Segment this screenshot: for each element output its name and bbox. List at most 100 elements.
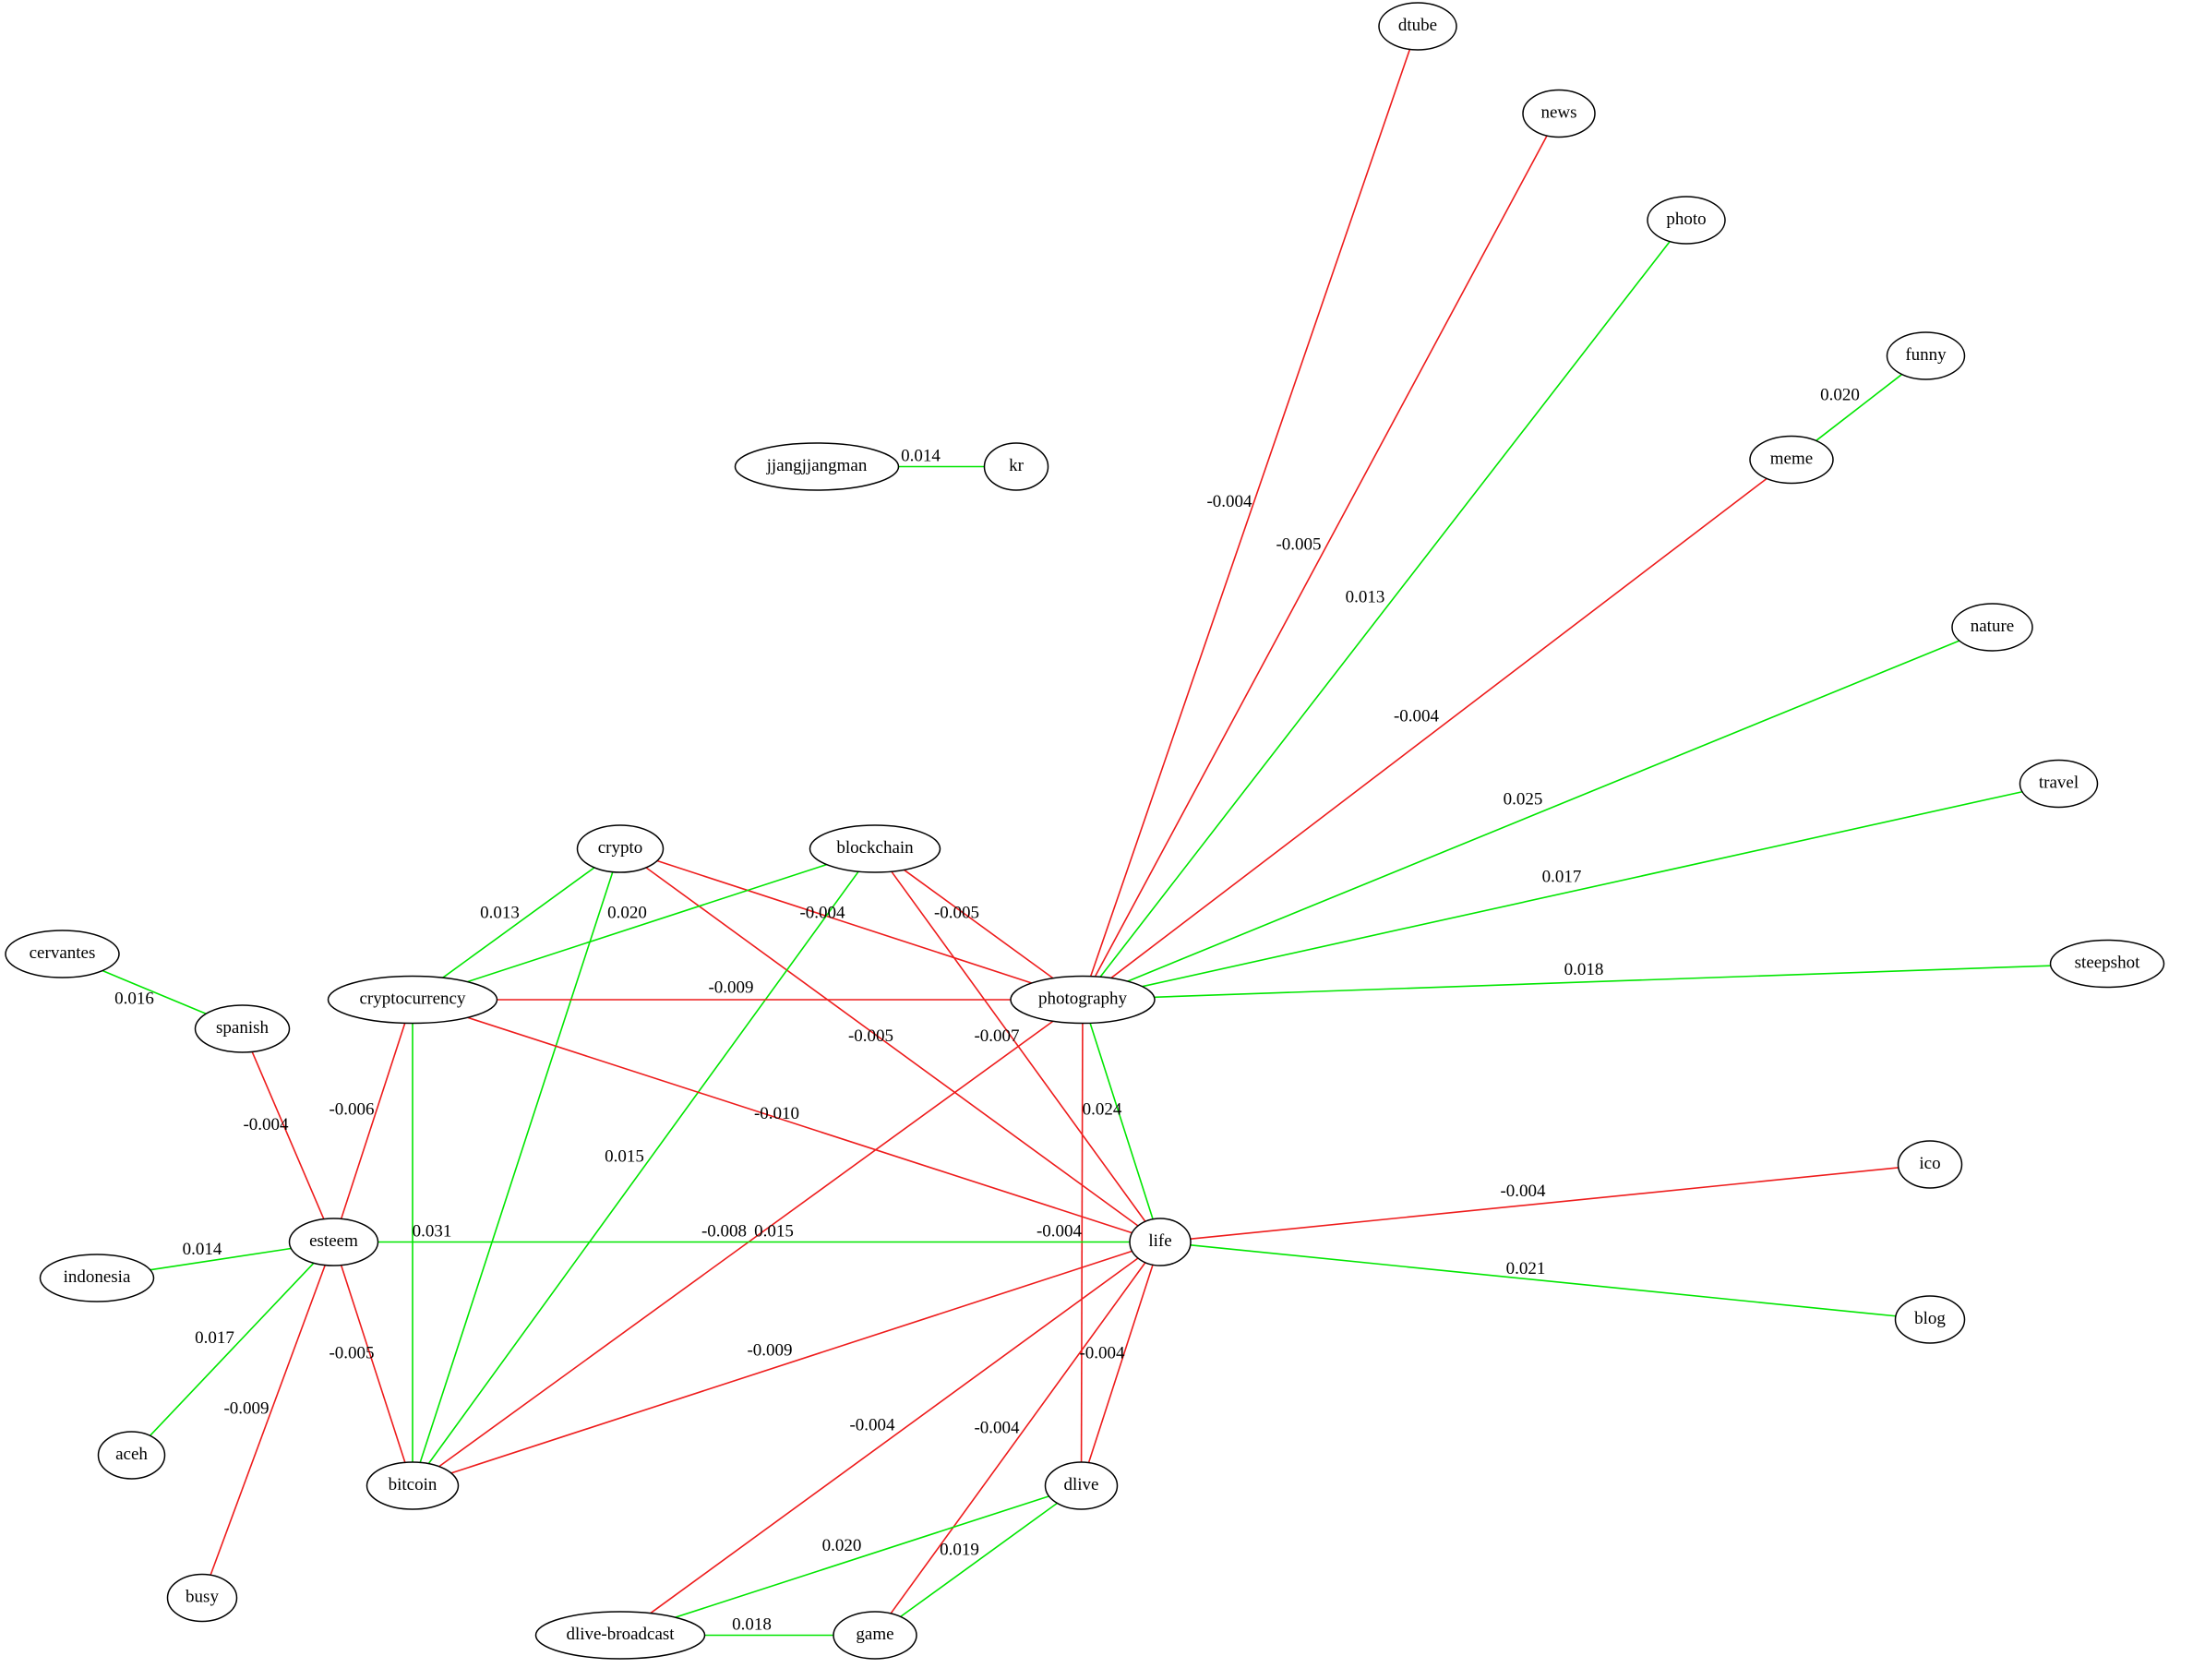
edge-esteem-busy <box>210 1265 327 1576</box>
node-label: game <box>856 1625 893 1644</box>
edge-spanish-esteem <box>251 1051 325 1219</box>
node-ellipse <box>1378 2 1457 51</box>
edge-label-life-bitcoin: -0.009 <box>747 1340 792 1360</box>
edge-label-crypto-cryptocurrency: 0.013 <box>480 903 520 922</box>
edge-crypto-life <box>645 867 1139 1227</box>
edge-label-crypto-life: -0.005 <box>848 1026 893 1046</box>
edge-label-photography-nature: 0.025 <box>1504 789 1543 809</box>
edge-label-blockchain-photography: -0.005 <box>934 903 979 922</box>
edge-label-esteem-bitcoin: -0.005 <box>329 1343 374 1362</box>
node-cryptocurrency: cryptocurrency <box>327 975 498 1025</box>
node-ellipse <box>1129 1218 1192 1266</box>
node-ellipse <box>734 442 900 491</box>
node-label: bitcoin <box>389 1475 437 1494</box>
edge-label-photography-life: 0.024 <box>1083 1099 1122 1119</box>
edge-life-ico <box>1190 1167 1899 1241</box>
node-ellipse <box>5 930 120 978</box>
node-ellipse <box>1647 196 1726 245</box>
node-label: cervantes <box>30 943 96 963</box>
edges-layer <box>102 49 2051 1637</box>
node-jjangjjangman: jjangjjangman <box>734 442 900 491</box>
edge-dlive-dlive-broadcast <box>675 1495 1049 1618</box>
node-label: blockchain <box>836 838 914 858</box>
node-label: indonesia <box>64 1267 131 1287</box>
node-label: travel <box>2039 773 2079 792</box>
node-label: photo <box>1666 210 1706 229</box>
edge-label-life-dlive: -0.004 <box>1037 1221 1083 1241</box>
edge-label-photography-travel: 0.017 <box>1542 867 1582 886</box>
node-label: aceh <box>115 1445 148 1464</box>
edge-blockchain-cryptocurrency <box>467 863 827 983</box>
edge-label-photography-bitcoin: -0.008 <box>701 1221 747 1241</box>
node-label: ico <box>1919 1154 1940 1173</box>
nodes-layer: dtube news photo funny meme jjangjjangman kr na… <box>5 2 2165 1660</box>
node-ellipse <box>1897 1140 1963 1189</box>
edge-esteem-aceh <box>149 1262 315 1436</box>
node-ellipse <box>1894 1295 1966 1344</box>
node-meme: meme <box>1749 435 1834 485</box>
edge-label-photography-dlive: -0.004 <box>1079 1343 1125 1362</box>
node-ellipse <box>1044 1461 1119 1510</box>
node-blog: blog <box>1894 1295 1966 1344</box>
edge-label-life-ico: -0.004 <box>1500 1182 1546 1201</box>
node-label: cryptocurrency <box>360 989 466 1008</box>
node-news: news <box>1522 89 1596 138</box>
node-ellipse <box>1886 331 1966 380</box>
edge-label-blockchain-life: -0.007 <box>974 1026 1019 1046</box>
node-ellipse <box>39 1254 155 1302</box>
edge-label-cryptocurrency-photography: -0.009 <box>708 978 753 997</box>
edge-photography-news <box>1094 135 1548 978</box>
node-label: funny <box>1905 345 1947 365</box>
node-photo: photo <box>1647 196 1726 245</box>
edge-label-dlive-broadcast-game: 0.018 <box>732 1614 772 1634</box>
node-ellipse <box>2049 939 2165 989</box>
node-label: dlive <box>1064 1475 1099 1494</box>
node-ellipse <box>1010 975 1156 1025</box>
edge-label-jjangjjangman-kr: 0.014 <box>901 446 941 465</box>
node-game: game <box>833 1611 917 1660</box>
edge-label-esteem-busy: -0.009 <box>223 1398 269 1418</box>
node-steepshot: steepshot <box>2049 939 2165 989</box>
node-label: life <box>1148 1231 1171 1251</box>
node-ellipse <box>576 824 665 873</box>
edge-labels-layer: -0.004 -0.005 0.013 0.020 -0.004 0.014 0.025 0.… <box>114 385 1860 1634</box>
edge-label-cryptocurrency-bitcoin: 0.031 <box>413 1221 452 1241</box>
edge-label-life-blog: 0.021 <box>1506 1259 1546 1278</box>
node-funny: funny <box>1886 331 1966 380</box>
edge-cryptocurrency-life <box>467 1016 1132 1234</box>
edge-life-blog <box>1190 1243 1896 1317</box>
edge-photography-life <box>1089 1023 1154 1219</box>
edge-label-photography-photo: 0.013 <box>1346 587 1385 606</box>
edge-life-dlive-broadcast <box>650 1257 1139 1614</box>
node-aceh: aceh <box>97 1431 166 1480</box>
edge-photography-nature <box>1127 640 1960 982</box>
edge-esteem-indonesia <box>150 1247 292 1271</box>
edge-label-esteem-indonesia: 0.014 <box>183 1240 222 1259</box>
edge-meme-funny <box>1816 373 1903 442</box>
node-ellipse <box>327 975 498 1025</box>
edge-label-esteem-aceh: 0.017 <box>195 1328 234 1348</box>
node-ico: ico <box>1897 1140 1963 1189</box>
node-label: kr <box>1009 456 1025 475</box>
node-busy: busy <box>166 1573 238 1623</box>
node-ellipse <box>809 824 941 873</box>
edge-label-crypto-bitcoin: 0.020 <box>607 903 647 922</box>
node-kr: kr <box>983 442 1049 491</box>
node-label: jjangjjangman <box>766 456 868 475</box>
node-nature: nature <box>1951 603 2033 652</box>
edge-life-dlive <box>1087 1264 1154 1463</box>
edge-label-cryptocurrency-life: -0.010 <box>754 1104 799 1123</box>
edge-dlive-game <box>900 1502 1058 1618</box>
node-label: spanish <box>216 1018 270 1038</box>
edge-label-blockchain-bitcoin: 0.015 <box>605 1146 644 1166</box>
edge-blockchain-photography <box>903 869 1054 979</box>
node-dlive-broadcast: dlive-broadcast <box>534 1611 706 1660</box>
node-life: life <box>1129 1218 1192 1266</box>
node-photography: photography <box>1010 975 1156 1025</box>
node-ellipse <box>288 1218 379 1266</box>
node-label: photography <box>1038 989 1128 1008</box>
edge-blockchain-bitcoin <box>427 870 859 1465</box>
node-label: dtube <box>1398 16 1437 35</box>
